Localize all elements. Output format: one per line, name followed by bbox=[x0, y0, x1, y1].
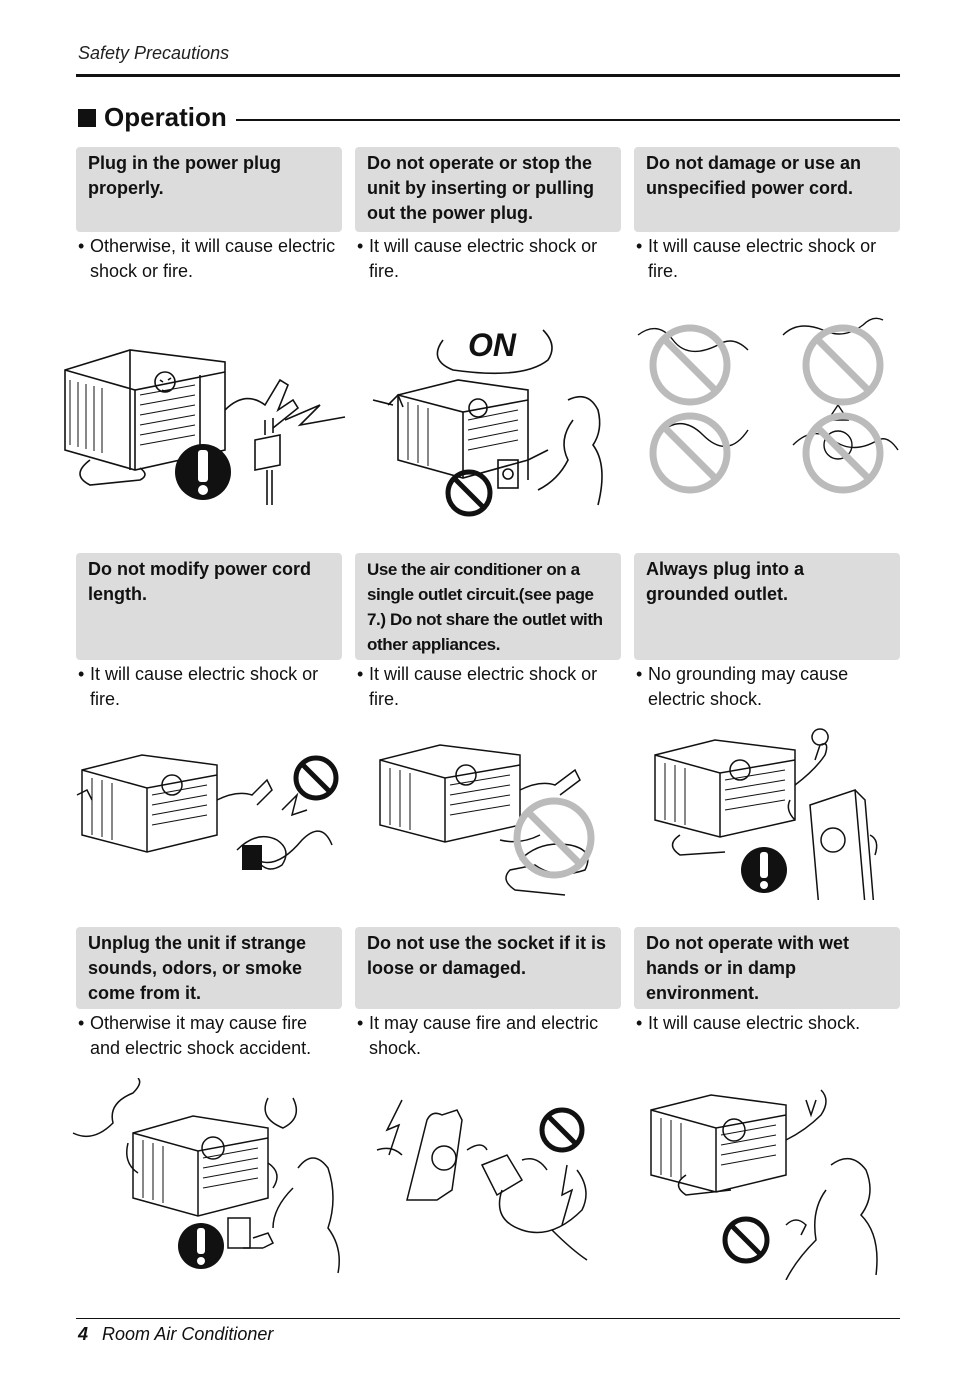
precaution-heading: Do not modify power cord length. bbox=[76, 553, 342, 660]
precaution-heading: Always plug into a grounded outlet. bbox=[634, 553, 900, 660]
single-outlet-illustration bbox=[379, 744, 595, 896]
precaution-heading: Do not use the socket if it is loose or … bbox=[355, 927, 621, 1009]
precaution-plug-properly: Plug in the power plug properly. Otherwi… bbox=[76, 147, 342, 284]
precaution-power-cord-damage: Do not damage or use an unspecified powe… bbox=[634, 147, 900, 284]
footer-title: Room Air Conditioner bbox=[102, 1324, 274, 1344]
precaution-note: It will cause electric shock or fire. bbox=[355, 234, 621, 284]
damaged-cord-illustrations bbox=[637, 317, 899, 494]
precaution-note: It will cause electric shock or fire. bbox=[76, 662, 342, 712]
header-rule bbox=[76, 74, 900, 77]
grounded-outlet-illustration bbox=[654, 728, 878, 900]
precaution-single-outlet: Use the air conditioner on a single outl… bbox=[355, 553, 621, 712]
section-title: Operation bbox=[104, 102, 227, 132]
ac-on-switch-illustration: ON bbox=[372, 327, 603, 517]
precaution-heading: Unplug the unit if strange sounds, odors… bbox=[76, 927, 342, 1009]
on-label: ON bbox=[468, 327, 517, 363]
precaution-heading: Use the air conditioner on a single outl… bbox=[355, 553, 621, 660]
modify-cord-illustration bbox=[76, 754, 339, 870]
precaution-note: It will cause electric shock. bbox=[634, 1011, 900, 1036]
page-footer: 4 Room Air Conditioner bbox=[78, 1324, 273, 1345]
precaution-unplug-strange: Unplug the unit if strange sounds, odors… bbox=[76, 927, 342, 1061]
wet-hands-illustration bbox=[650, 1089, 878, 1280]
page-number: 4 bbox=[78, 1324, 89, 1344]
smoke-unplug-illustration bbox=[72, 1078, 340, 1274]
precaution-cord-length: Do not modify power cord length. It will… bbox=[76, 553, 342, 712]
precaution-note: Otherwise it may cause fire and electric… bbox=[76, 1011, 342, 1061]
footer-rule bbox=[76, 1318, 900, 1319]
precaution-heading: Do not operate with wet hands or in damp… bbox=[634, 927, 900, 1009]
loose-socket-illustration bbox=[376, 1099, 588, 1261]
precaution-no-plug-switching: Do not operate or stop the unit by inser… bbox=[355, 147, 621, 284]
precaution-note: It will cause electric shock or fire. bbox=[355, 662, 621, 712]
precaution-note: Otherwise, it will cause electric shock … bbox=[76, 234, 342, 284]
precaution-grounded-outlet: Always plug into a grounded outlet. No g… bbox=[634, 553, 900, 712]
precaution-note: It will cause electric shock or fire. bbox=[634, 234, 900, 284]
square-bullet-icon bbox=[78, 109, 96, 127]
running-header: Safety Precautions bbox=[78, 43, 230, 63]
section-rule bbox=[236, 119, 900, 121]
precaution-note: It may cause fire and electric shock. bbox=[355, 1011, 621, 1061]
precaution-wet-hands: Do not operate with wet hands or in damp… bbox=[634, 927, 900, 1036]
precaution-heading: Do not operate or stop the unit by inser… bbox=[355, 147, 621, 232]
precaution-note: No grounding may cause electric shock. bbox=[634, 662, 900, 712]
section-heading: Operation bbox=[76, 100, 900, 136]
precaution-heading: Plug in the power plug properly. bbox=[76, 147, 342, 232]
precaution-loose-socket: Do not use the socket if it is loose or … bbox=[355, 927, 621, 1061]
ac-plug-illustration bbox=[64, 349, 346, 505]
precaution-heading: Do not damage or use an unspecified powe… bbox=[634, 147, 900, 232]
